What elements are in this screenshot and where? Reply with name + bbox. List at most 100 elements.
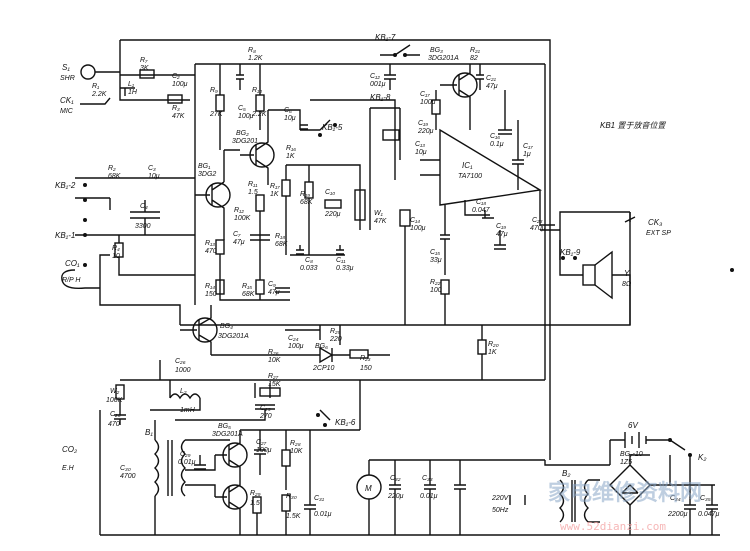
value-c26: 1000 [175,367,191,374]
input-section [61,60,195,325]
value-c35: 0.047μ [698,511,720,518]
value-c19b: 47μ [496,231,508,238]
label-r4: R₄ [112,245,120,252]
label-co2-type: E.H [62,465,75,472]
label-c24: C₂₄ [288,335,299,342]
label-k2: K₂ [698,453,706,462]
value-c23: 470μ [530,225,546,232]
label-r1: R₁ [92,83,100,90]
label-r20: R₂₀ [488,341,499,348]
value-w1: 47K [374,218,387,225]
value-r15: 68K [242,291,255,298]
value-r25: 220 [329,336,342,343]
value-c9: 47μ [268,289,280,296]
value-r3: 47K [172,113,185,120]
value-r1: 2.2K [91,91,107,98]
value-c10: 220μ [324,211,341,218]
value-r16: 1K [286,153,295,160]
label-kb1-6: KB₁-6 [335,418,356,427]
power-supply [356,432,718,535]
value-c32: 220μ [387,493,404,500]
label-l2: L₂ [180,388,187,395]
label-c31: C₃₁ [314,495,325,502]
value-r9: 27K [209,111,223,118]
value-c3: 10μ [148,173,160,180]
value-c18: 0.047 [472,207,491,214]
value-c4: 3300 [135,223,151,230]
value-c34: 2200μ [667,511,688,518]
label-c35: C₃₅ [700,495,711,502]
value-r10: 2.2K [251,111,267,118]
label-r8: R₈ [248,47,256,54]
value-bg7: 1Z5 [620,459,632,466]
label-kb1-8: KB₁-8 [370,93,391,102]
label-ac-input: 220V [491,495,510,502]
diagram-caption: KB1 置于放音位置 [600,121,666,130]
value-c6: 10μ [284,115,296,122]
label-ck1: CK₁ [60,96,74,105]
label-r16: R₁₆ [286,145,296,152]
label-r27: R₂₇ [268,373,279,380]
value-c29: 0.01μ [178,459,196,466]
value-r14: 150 [205,291,217,298]
label-c33: C₃₃ [422,475,433,482]
value-c33: 0.01μ [420,493,438,500]
label-bg4: BG₄ [220,323,233,330]
value-r12: 100K [234,215,251,222]
label-r29: R₂₉ [250,490,261,497]
label-battery: 6V [628,421,638,430]
label-c17b: C₁₇ [523,143,533,150]
label-bg1: BG₁ [198,163,211,170]
label-c32: C₃₂ [390,475,401,482]
label-co1-type: R/P H [62,277,81,284]
value-r27: 15K [268,381,281,388]
label-c4: C₄ [140,203,148,210]
value-c28: 470 [108,421,120,428]
label-r19: R₁₉ [300,191,310,198]
value-w2: 100K [106,397,123,404]
label-kb1-5: KB₁-5 [322,123,343,132]
label-r18: R₁₈ [275,233,285,240]
label-r28: R₂₈ [290,440,301,447]
label-kb1-7: KB₁-7 [375,33,396,42]
value-c21: 47μ [486,83,498,90]
value-r26: 10K [268,357,281,364]
label-r10: R₁₀ [252,87,262,94]
label-r12: R₁₂ [234,207,244,214]
label-kb1-1: KB₁-1 [55,231,75,240]
value-r17: 1K [270,191,279,198]
label-kb1-9: KB₁-9 [560,248,581,257]
erase-oscillator [154,380,361,535]
label-c6: C₆ [284,107,292,114]
label-c7: C₇ [233,231,241,238]
value-bg6: 2CP10 [312,365,335,372]
value-c17b: 1μ [523,151,531,158]
label-w1: W₁ [374,210,384,217]
watermark-text: 家电维修资料网 [548,480,702,506]
value-l2: 1mH [180,407,196,414]
value-c17: 100μ [420,99,436,106]
value-r11: 1.5 [248,189,258,196]
label-bg3: BG₃ [430,47,443,54]
label-b1: B₁ [145,428,153,437]
value-c19: 220μ [417,128,434,135]
label-motor: M [365,484,372,493]
value-bg2: 3DG201 [232,138,258,145]
power-rails [99,39,720,536]
label-c23: C₂₃ [532,217,543,224]
label-r2: R₂ [108,165,116,172]
value-ic1: TA7100 [458,173,482,180]
value-r20: 1K [488,349,497,356]
label-r22: R₂₂ [430,279,441,286]
label-co2: CO₂ [62,445,77,454]
label-c13: C₁₃ [415,141,425,148]
label-c3: C₃ [148,165,156,172]
label-c28: C₂₈ [110,411,121,418]
component-labels: R₇ 3K R₁ 2.2K L₁ 1H C₂ 100μ R₃ 47K R₂ 68… [91,47,720,520]
value-c14: 100μ [410,225,426,232]
value-c15: 33μ [430,257,442,264]
value-r2: 68K [108,173,121,180]
label-w2: W₂ [110,388,120,395]
value-r29: 1.5 [250,500,260,507]
